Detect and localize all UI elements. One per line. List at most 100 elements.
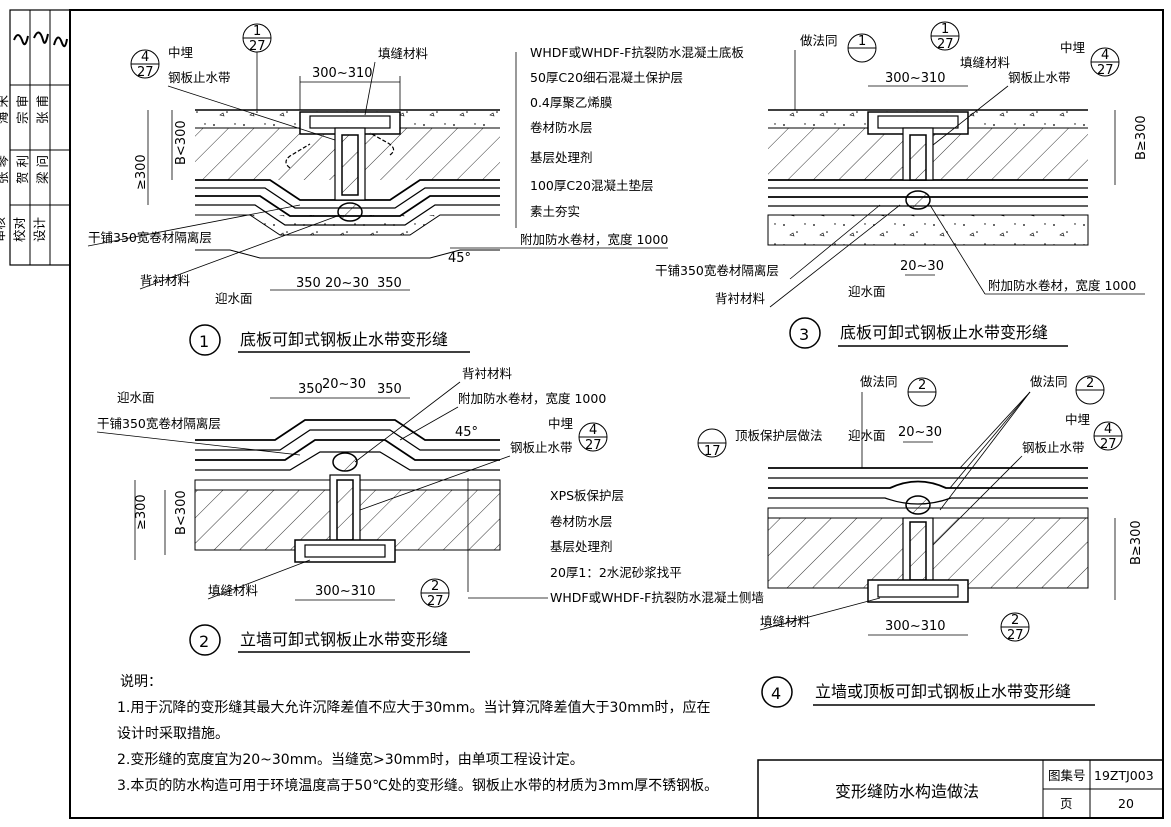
titleblock-page-value: 20 <box>1118 796 1134 811</box>
dimension: B<300 <box>174 490 189 535</box>
detail-number: 1 <box>199 332 209 351</box>
detail-3-drawing <box>767 109 1089 246</box>
label: 迎水面 <box>848 284 886 299</box>
ref-num: 4 <box>589 423 597 438</box>
sidebar-extra-0: 海 宋 <box>0 95 10 124</box>
detail-2-drawing <box>194 419 501 563</box>
sheet-border <box>69 9 1164 819</box>
detail-3-annotations: 做法同 1 1 27 填缝材料 300~310 中埋 4 27 钢板止水带 B≥… <box>655 21 1149 349</box>
label: 填缝材料 <box>378 46 429 61</box>
dimension: 350 <box>296 276 321 291</box>
detail-title: 立墙或顶板可卸式钢板止水带变形缝 <box>815 682 1071 701</box>
label: 干铺350宽卷材隔离层 <box>88 230 212 245</box>
label: 钢板止水带 <box>1008 70 1071 85</box>
dimension: 300~310 <box>885 71 946 86</box>
label: 做法同 <box>1030 374 1068 389</box>
note-line: 设计时采取措施。 <box>117 726 229 742</box>
layer-label: 素土夯实 <box>530 204 580 219</box>
detail-4-drawing <box>767 467 1089 603</box>
dimension: 350 <box>298 382 323 397</box>
label: 做法同 <box>800 33 838 48</box>
ref-page: 27 <box>137 65 154 80</box>
note-line: 2.变形缝的宽度宜为20~30mm。当缝宽>30mm时，由单项工程设计定。 <box>117 751 584 768</box>
layer-label: 卷材防水层 <box>530 120 593 135</box>
label: 填缝材料 <box>960 55 1011 70</box>
layer-label: XPS板保护层 <box>550 488 624 503</box>
label: 填缝材料 <box>760 614 811 629</box>
ref-page: 27 <box>1100 437 1117 452</box>
label: 做法同 <box>860 374 898 389</box>
ref-page: 27 <box>1097 63 1114 78</box>
ref-num: 2 <box>918 378 926 393</box>
dimension: 300~310 <box>315 584 376 599</box>
signature-sidebar: 审核 校对 设计 张 琴 贺 利 梁 问 海 宋 宗 审 张 甫 <box>0 9 71 266</box>
signature-marks <box>13 31 68 48</box>
label: 迎水面 <box>848 428 886 443</box>
layer-label: WHDF或WHDF-F抗裂防水混凝土底板 <box>530 45 744 60</box>
detail-2-annotations: 迎水面 干铺350宽卷材隔离层 350 20~30 350 背衬材料 附加防水卷… <box>96 366 764 656</box>
title-block: 变形缝防水构造做法 图集号 19ZTJ003 页 20 <box>757 759 1164 819</box>
ref-num: 1 <box>858 34 866 49</box>
ref-num: 1 <box>253 24 261 39</box>
label: 附加防水卷材，宽度 1000 <box>988 278 1136 293</box>
dimension: B≥300 <box>1129 520 1144 565</box>
detail-title: 立墙可卸式钢板止水带变形缝 <box>240 630 448 649</box>
detail-4-annotations: 17 顶板保护层做法 做法同 2 做法同 2 中埋 4 27 钢板止水带 迎水面… <box>697 374 1144 708</box>
titleblock-title: 变形缝防水构造做法 <box>835 782 979 801</box>
sidebar-role-2: 设计 <box>32 217 47 242</box>
ref-page: 27 <box>585 438 602 453</box>
layer-label: 卷材防水层 <box>550 514 613 529</box>
ref-num: 2 <box>1011 613 1019 628</box>
dimension: 350 <box>377 276 402 291</box>
label: 干铺350宽卷材隔离层 <box>655 263 779 278</box>
dimension: 20~30 <box>900 259 944 274</box>
dimension: 300~310 <box>312 66 373 81</box>
note-line: 3.本页的防水构造可用于环境温度高于50℃处的变形缝。钢板止水带的材质为3mm厚… <box>117 777 718 794</box>
label: 附加防水卷材，宽度 1000 <box>520 232 668 247</box>
dimension: 350 <box>377 382 402 397</box>
sidebar-role-0: 审核 <box>0 216 7 242</box>
layer-label: 基层处理剂 <box>550 539 613 554</box>
detail-number: 3 <box>799 325 809 344</box>
sidebar-name-2: 梁 问 <box>35 155 50 184</box>
sidebar-extra-2: 张 甫 <box>35 95 50 124</box>
notes-block: 说明： 1.用于沉降的变形缝其最大允许沉降差值不应大于30mm。当计算沉降差值大… <box>117 674 718 794</box>
layer-label: 20厚1：2水泥砂浆找平 <box>550 565 682 580</box>
dimension: 20~30 <box>325 276 369 291</box>
label: 中埋 <box>1065 412 1091 427</box>
dimension: 45° <box>448 251 471 266</box>
dimension: 20~30 <box>898 425 942 440</box>
label: 钢板止水带 <box>510 440 573 455</box>
ref-num: 4 <box>1101 48 1109 63</box>
label: 迎水面 <box>117 390 155 405</box>
sidebar-name-1: 贺 利 <box>15 155 30 184</box>
ref-num: 4 <box>141 50 149 65</box>
detail-1-annotations: 1 27 4 27 中埋 钢板止水带 填缝材料 300~310 ≥300 B<3… <box>87 23 744 356</box>
layer-label: 100厚C20混凝土垫层 <box>530 178 654 193</box>
layer-label: 0.4厚聚乙烯膜 <box>530 95 612 110</box>
layer-label: 50厚C20细石混凝土保护层 <box>530 70 683 85</box>
titleblock-atlas-value: 19ZTJ003 <box>1094 768 1154 783</box>
dimension: 20~30 <box>322 377 366 392</box>
label: 背衬材料 <box>140 273 191 288</box>
ref-page: 27 <box>937 37 954 52</box>
dimension: 300~310 <box>885 619 946 634</box>
label: 中埋 <box>548 416 574 431</box>
dimension: ≥300 <box>134 494 149 530</box>
ref-page: 27 <box>1007 628 1024 643</box>
ref-page: 27 <box>249 39 266 54</box>
dimension: B≥300 <box>1134 115 1149 160</box>
sidebar-name-0: 张 琴 <box>0 155 10 184</box>
label: 背衬材料 <box>462 366 513 381</box>
sidebar-extra-1: 宗 审 <box>15 95 30 124</box>
detail-title: 底板可卸式钢板止水带变形缝 <box>840 323 1048 342</box>
label: 钢板止水带 <box>1022 440 1085 455</box>
sidebar-role-1: 校对 <box>12 217 27 242</box>
dimension: B<300 <box>174 120 189 165</box>
layer-label: WHDF或WHDF-F抗裂防水混凝土侧墙 <box>550 590 764 605</box>
dimension: 45° <box>455 425 478 440</box>
ref-num: 1 <box>941 22 949 37</box>
label: 中埋 <box>168 45 194 60</box>
label: 附加防水卷材，宽度 1000 <box>458 391 606 406</box>
titleblock-atlas-label: 图集号 <box>1048 768 1086 783</box>
